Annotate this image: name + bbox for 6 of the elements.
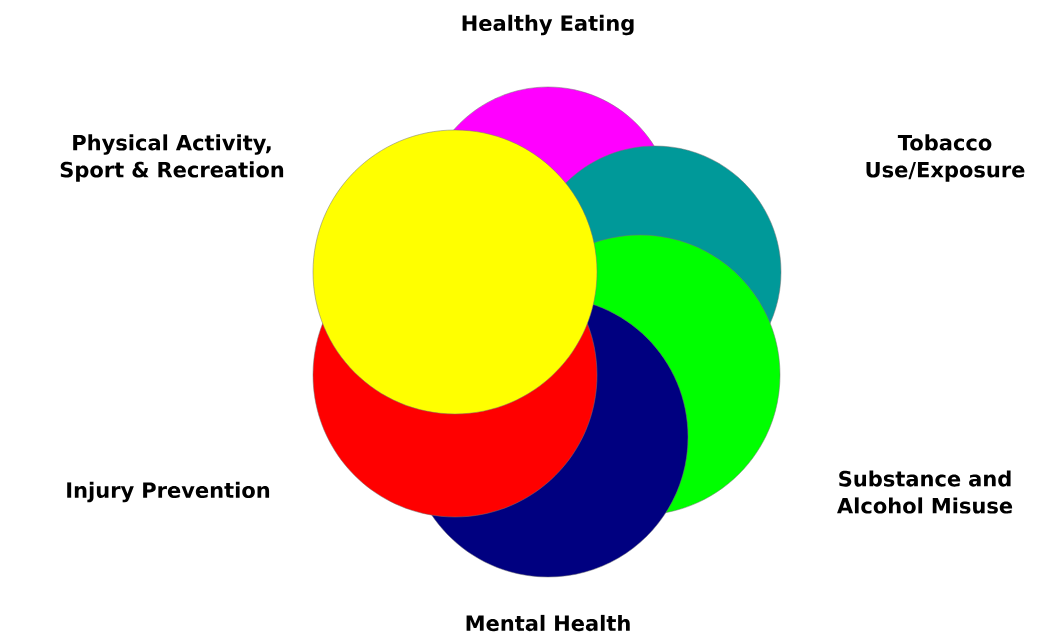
circle-label: Substance and Alcohol Misuse bbox=[837, 470, 1013, 514]
circle-label: Healthy Eating bbox=[462, 14, 634, 36]
circle-label: Injury Prevention bbox=[67, 481, 270, 503]
circle-label: Mental Health bbox=[466, 614, 630, 632]
circle-label: Physical Activity, Sport & Recreation bbox=[60, 134, 284, 182]
circle-label: Tobacco Use/Exposure bbox=[866, 134, 1025, 182]
